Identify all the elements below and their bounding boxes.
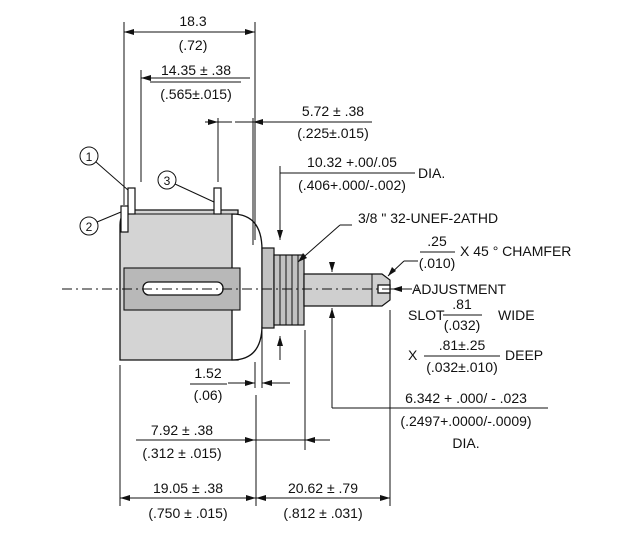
dim-body-to-pin [136, 330, 330, 450]
callout-1: 1 [79, 146, 129, 191]
leader-slot [392, 286, 410, 292]
dim-pin-span [140, 70, 250, 182]
dim-bushing-length [235, 118, 372, 245]
slot-wide-den: (.032) [444, 317, 481, 333]
bushing-length-inch: (.225±.015) [297, 125, 369, 141]
callout-1-label: 1 [86, 150, 93, 164]
body-depth-inch: (.750 ± .015) [148, 505, 227, 521]
bushing-dia-mm: 10.32 +.00/.05 [307, 154, 397, 170]
adjustment-shaft [303, 273, 391, 307]
body-to-pin-inch: (.312 ± .015) [142, 445, 221, 461]
body-depth-mm: 19.05 ± .38 [153, 480, 223, 496]
slot-wide-suffix: WIDE [498, 307, 535, 323]
slot-deep-suffix: DEEP [505, 347, 543, 363]
slot-title: ADJUSTMENT [412, 281, 507, 297]
body-to-pin-mm: 7.92 ± .38 [151, 422, 213, 438]
mounting-bushing [261, 247, 305, 329]
slot-wide-prefix: SLOT [408, 307, 445, 323]
chamfer-suffix: X 45 ° CHAMFER [460, 243, 571, 259]
callout-2: 2 [79, 211, 122, 236]
thread-label: 3/8 " 32-UNEF-2ATHD [358, 210, 498, 226]
shaft-dia-suffix: DIA. [452, 435, 479, 451]
potentiometer-body [119, 209, 263, 361]
shaft-dia-inch: (.2497+.0000/-.0009) [400, 413, 531, 429]
chamfer-num: .25 [427, 233, 447, 249]
bushing-dia-inch: (.406+.000/-.002) [298, 177, 406, 193]
slot-deep-num: .81±.25 [439, 337, 486, 353]
dim-bushing-dia [277, 166, 415, 360]
leader-chamfer [387, 260, 418, 277]
callout-2-label: 2 [86, 220, 93, 234]
slot-wide-num: .81 [452, 296, 472, 312]
flange-mm: 1.52 [194, 365, 221, 381]
leader-thread [297, 224, 352, 263]
bushing-dia-suffix: DIA. [418, 165, 445, 181]
callout-3: 3 [157, 170, 215, 203]
overall-width-mm: 18.3 [179, 13, 206, 29]
dim-overall-width [123, 22, 256, 240]
flange-inch: (.06) [194, 387, 223, 403]
pin-span-mm: 14.35 ± .38 [161, 62, 231, 78]
slot-deep-prefix: X [408, 347, 418, 363]
overall-width-inch: (.72) [179, 37, 208, 53]
dim-bottom [119, 310, 391, 506]
shaft-length-mm: 20.62 ± .79 [288, 480, 358, 496]
dim-shaft-dia [329, 262, 548, 409]
terminal-pins [120, 187, 222, 233]
dim-flange [228, 330, 290, 388]
callout-3-label: 3 [164, 174, 171, 188]
chamfer-den: (.010) [419, 255, 456, 271]
slot-deep-den: (.032±.010) [426, 359, 498, 375]
shaft-dia-mm: 6.342 + .000/ - .023 [405, 390, 527, 406]
shaft-length-inch: (.812 ± .031) [283, 505, 362, 521]
pin-span-inch: (.565±.015) [160, 86, 232, 102]
bushing-length-mm: 5.72 ± .38 [302, 103, 364, 119]
